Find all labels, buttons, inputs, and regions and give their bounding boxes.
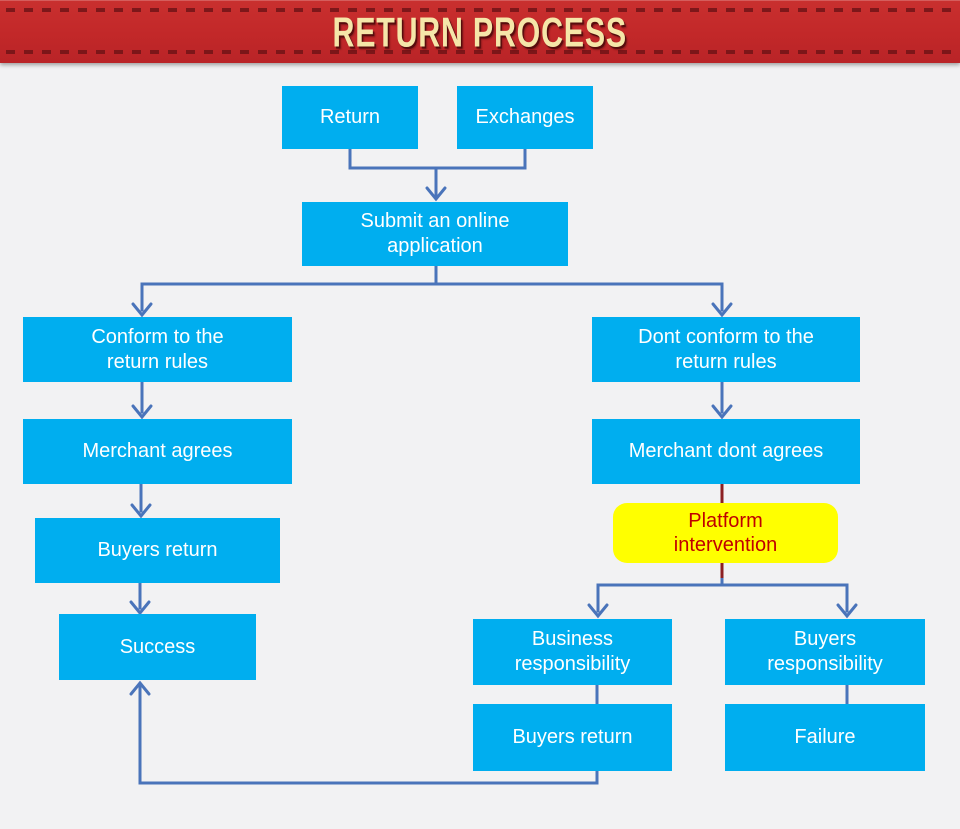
node-return: Return — [282, 86, 418, 149]
node-conform-rules: Conform to the return rules — [23, 317, 292, 382]
connector-dont-conform-to-merchant-dont — [711, 380, 733, 420]
node-failure: Failure — [725, 704, 925, 771]
node-submit-application: Submit an online application — [302, 202, 568, 266]
node-platform-intervention-label: Platform intervention — [673, 510, 778, 556]
node-business-responsibility-label: Business responsibility — [514, 628, 631, 675]
banner-dashed-line-bottom — [6, 50, 954, 54]
node-submit-application-label: Submit an online application — [360, 210, 510, 257]
connector-merchant-agrees-to-buyers-return — [130, 482, 152, 519]
node-merchant-dont-agrees: Merchant dont agrees — [592, 419, 860, 484]
connector-return-exchanges-to-submit — [348, 147, 527, 202]
connector-platform-split — [587, 575, 858, 619]
node-exchanges-label: Exchanges — [475, 106, 575, 128]
node-buyers-responsibility: Buyers responsibility — [725, 619, 925, 685]
node-merchant-agrees: Merchant agrees — [23, 419, 292, 484]
node-business-responsibility: Business responsibility — [473, 619, 672, 685]
node-success: Success — [59, 614, 256, 680]
node-buyers-return-left: Buyers return — [35, 518, 280, 583]
node-success-label: Success — [119, 635, 196, 658]
title-banner: RETURN PROCESS — [0, 0, 960, 63]
banner-dashed-line-top — [6, 8, 954, 12]
node-buyers-return-right: Buyers return — [473, 704, 672, 771]
node-dont-conform-rules-label: Dont conform to the return rules — [638, 325, 814, 373]
connector-buyers-return-to-success — [129, 581, 151, 616]
node-merchant-agrees-label: Merchant agrees — [82, 440, 233, 462]
connector-submit-split — [131, 264, 733, 318]
node-platform-intervention: Platform intervention — [613, 503, 838, 563]
node-conform-rules-label: Conform to the return rules — [91, 325, 224, 373]
node-buyers-return-right-label: Buyers return — [512, 726, 633, 748]
connector-buyers-return-to-success-loop — [129, 680, 599, 785]
connector-conform-to-merchant-agrees — [131, 380, 153, 420]
node-failure-label: Failure — [794, 726, 856, 748]
node-merchant-dont-agrees-label: Merchant dont agrees — [628, 440, 824, 462]
node-buyers-responsibility-label: Buyers responsibility — [767, 628, 883, 675]
node-dont-conform-rules: Dont conform to the return rules — [592, 317, 860, 382]
page-title: RETURN PROCESS — [332, 10, 628, 56]
node-buyers-return-left-label: Buyers return — [97, 539, 218, 561]
node-exchanges: Exchanges — [457, 86, 593, 149]
node-return-label: Return — [319, 106, 381, 128]
